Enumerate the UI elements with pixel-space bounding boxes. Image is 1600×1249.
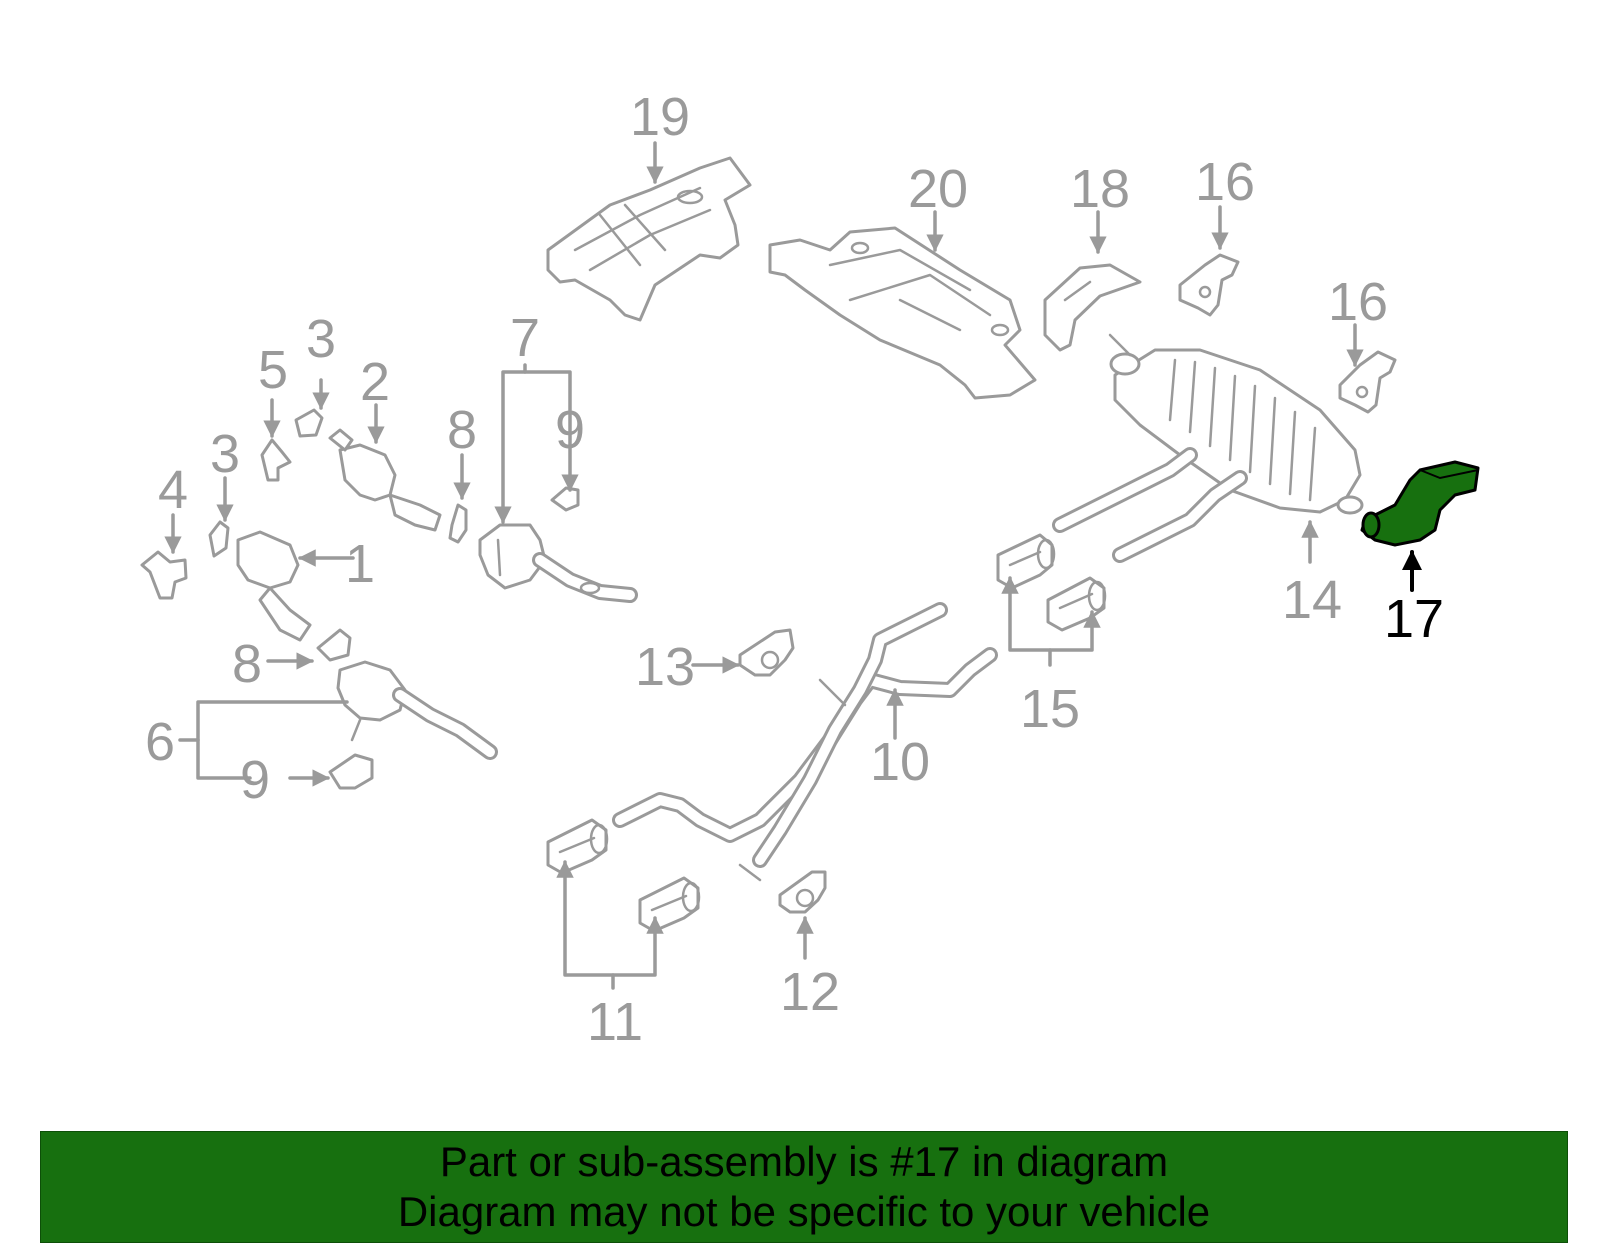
part-3-gasket-upper[interactable] (294, 408, 324, 438)
part-18-bracket[interactable] (1043, 263, 1142, 352)
callout-3-lower: 3 (210, 424, 240, 484)
part-4-bracket[interactable] (140, 550, 188, 600)
part-9-bracket-upper[interactable] (550, 486, 580, 512)
part-20-heat-shield[interactable] (768, 226, 1037, 400)
part-10-center-pipes[interactable] (612, 602, 998, 882)
banner-part-line: Part or sub-assembly is #17 in diagram (439, 1138, 1169, 1185)
part-5-bracket[interactable] (260, 438, 292, 482)
part-2-catalytic-converter[interactable] (328, 428, 442, 532)
callout-19: 19 (630, 87, 690, 147)
part-15-clamp-b[interactable] (1046, 576, 1107, 632)
part-13-hanger[interactable] (738, 628, 795, 677)
part-16-hanger-lower[interactable] (1338, 350, 1397, 414)
callout-9-upper: 9 (555, 400, 585, 460)
leader-lines (164, 141, 1422, 990)
part-1-catalytic-converter[interactable] (236, 530, 312, 642)
part-7-front-pipe-right[interactable] (478, 523, 638, 603)
callout-8-lower: 8 (232, 634, 262, 694)
callout-18: 18 (1070, 159, 1130, 219)
callout-3-upper: 3 (306, 309, 336, 369)
callout-13: 13 (635, 637, 695, 697)
part-15-clamp-a[interactable] (996, 533, 1056, 590)
callout-10: 10 (870, 732, 930, 792)
part-17-tailpipe-tip[interactable] (1360, 460, 1480, 547)
callout-8-upper: 8 (447, 400, 477, 460)
front-pipes-to-muffler (1052, 447, 1248, 563)
callout-16-lower: 16 (1328, 272, 1388, 332)
part-3-gasket-lower[interactable] (208, 520, 230, 558)
callout-11: 11 (587, 992, 643, 1052)
part-12-hanger[interactable] (778, 870, 827, 914)
callout-16-upper: 16 (1195, 152, 1255, 212)
callout-1: 1 (345, 534, 375, 594)
callout-14: 14 (1282, 570, 1342, 630)
callout-20: 20 (908, 159, 968, 219)
part-16-hanger-upper[interactable] (1178, 253, 1240, 317)
callout-labels: 19 20 18 16 16 14 17 1 2 3 3 5 4 8 7 9 8… (145, 87, 1444, 1052)
part-8-gasket-upper[interactable] (448, 503, 468, 544)
callout-2: 2 (360, 352, 390, 412)
callout-15: 15 (1020, 679, 1080, 739)
callout-9-lower: 9 (240, 750, 270, 810)
callout-7: 7 (510, 308, 540, 368)
part-14-rear-muffler[interactable] (1108, 333, 1364, 515)
part-8-gasket-lower[interactable] (316, 628, 352, 662)
part-19-heat-shield[interactable] (546, 156, 752, 322)
callout-17: 17 (1384, 589, 1444, 649)
part-11-clamp-a[interactable] (546, 818, 609, 875)
callout-4: 4 (158, 460, 188, 520)
callout-6: 6 (145, 712, 175, 772)
part-9-bracket-lower[interactable] (328, 753, 374, 790)
callout-5: 5 (258, 340, 288, 400)
info-banner: Part or sub-assembly is #17 in diagram D… (40, 1131, 1568, 1243)
callout-12: 12 (780, 962, 840, 1022)
part-11-clamp-b[interactable] (638, 876, 701, 933)
part-6-front-pipe-left[interactable] (336, 660, 498, 760)
banner-disclaimer-line: Diagram may not be specific to your vehi… (397, 1188, 1211, 1235)
